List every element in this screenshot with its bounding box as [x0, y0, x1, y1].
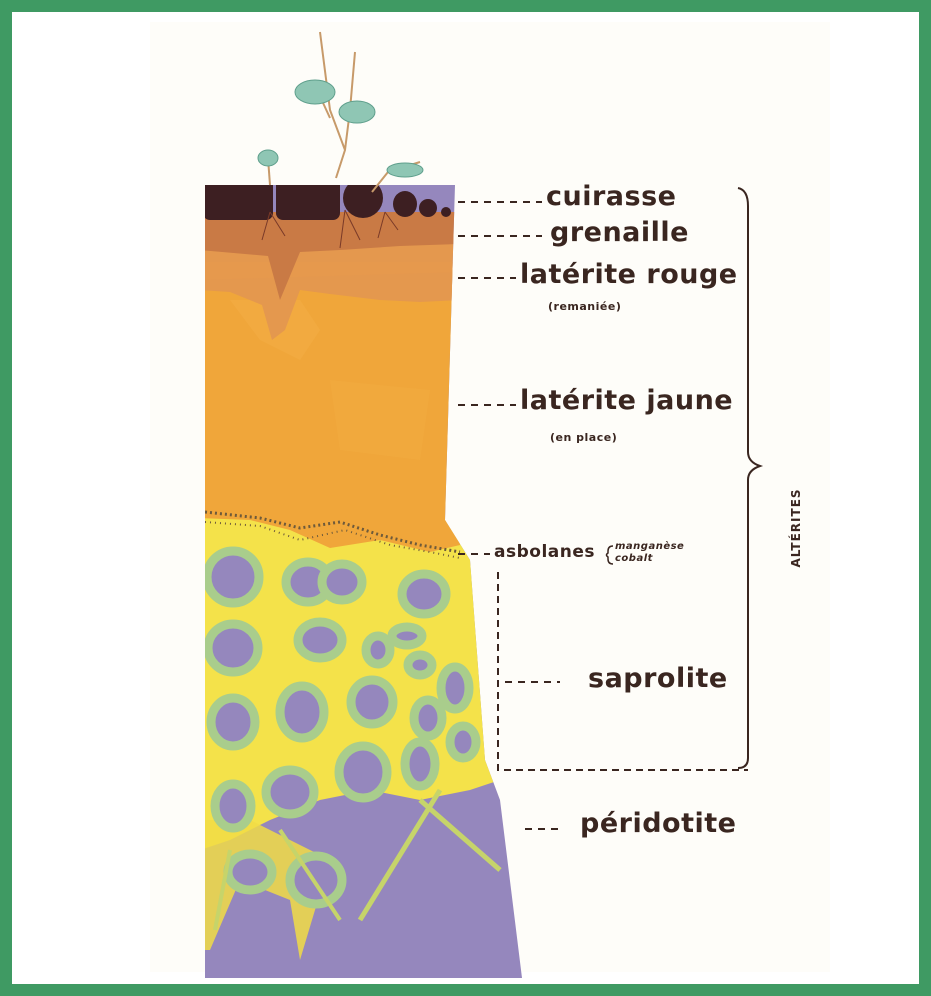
label-grenaille: grenaille [550, 217, 689, 248]
label-asbolanes-manganese: manganèse [615, 541, 684, 552]
label-laterite-jaune: latérite jaune [520, 385, 733, 416]
label-asbolanes-cobalt: cobalt [615, 553, 653, 564]
label-peridotite: péridotite [580, 808, 736, 839]
label-cuirasse: cuirasse [546, 181, 676, 212]
alterites-brace [738, 188, 760, 768]
label-alterites: ALTÉRITES [789, 488, 803, 567]
label-laterite-jaune-note: (en place) [550, 431, 617, 444]
label-asbolanes: asbolanes [494, 542, 595, 562]
label-saprolite: saprolite [588, 663, 728, 694]
label-laterite-rouge-note: (remaniée) [548, 300, 621, 313]
label-laterite-rouge: latérite rouge [520, 259, 738, 290]
